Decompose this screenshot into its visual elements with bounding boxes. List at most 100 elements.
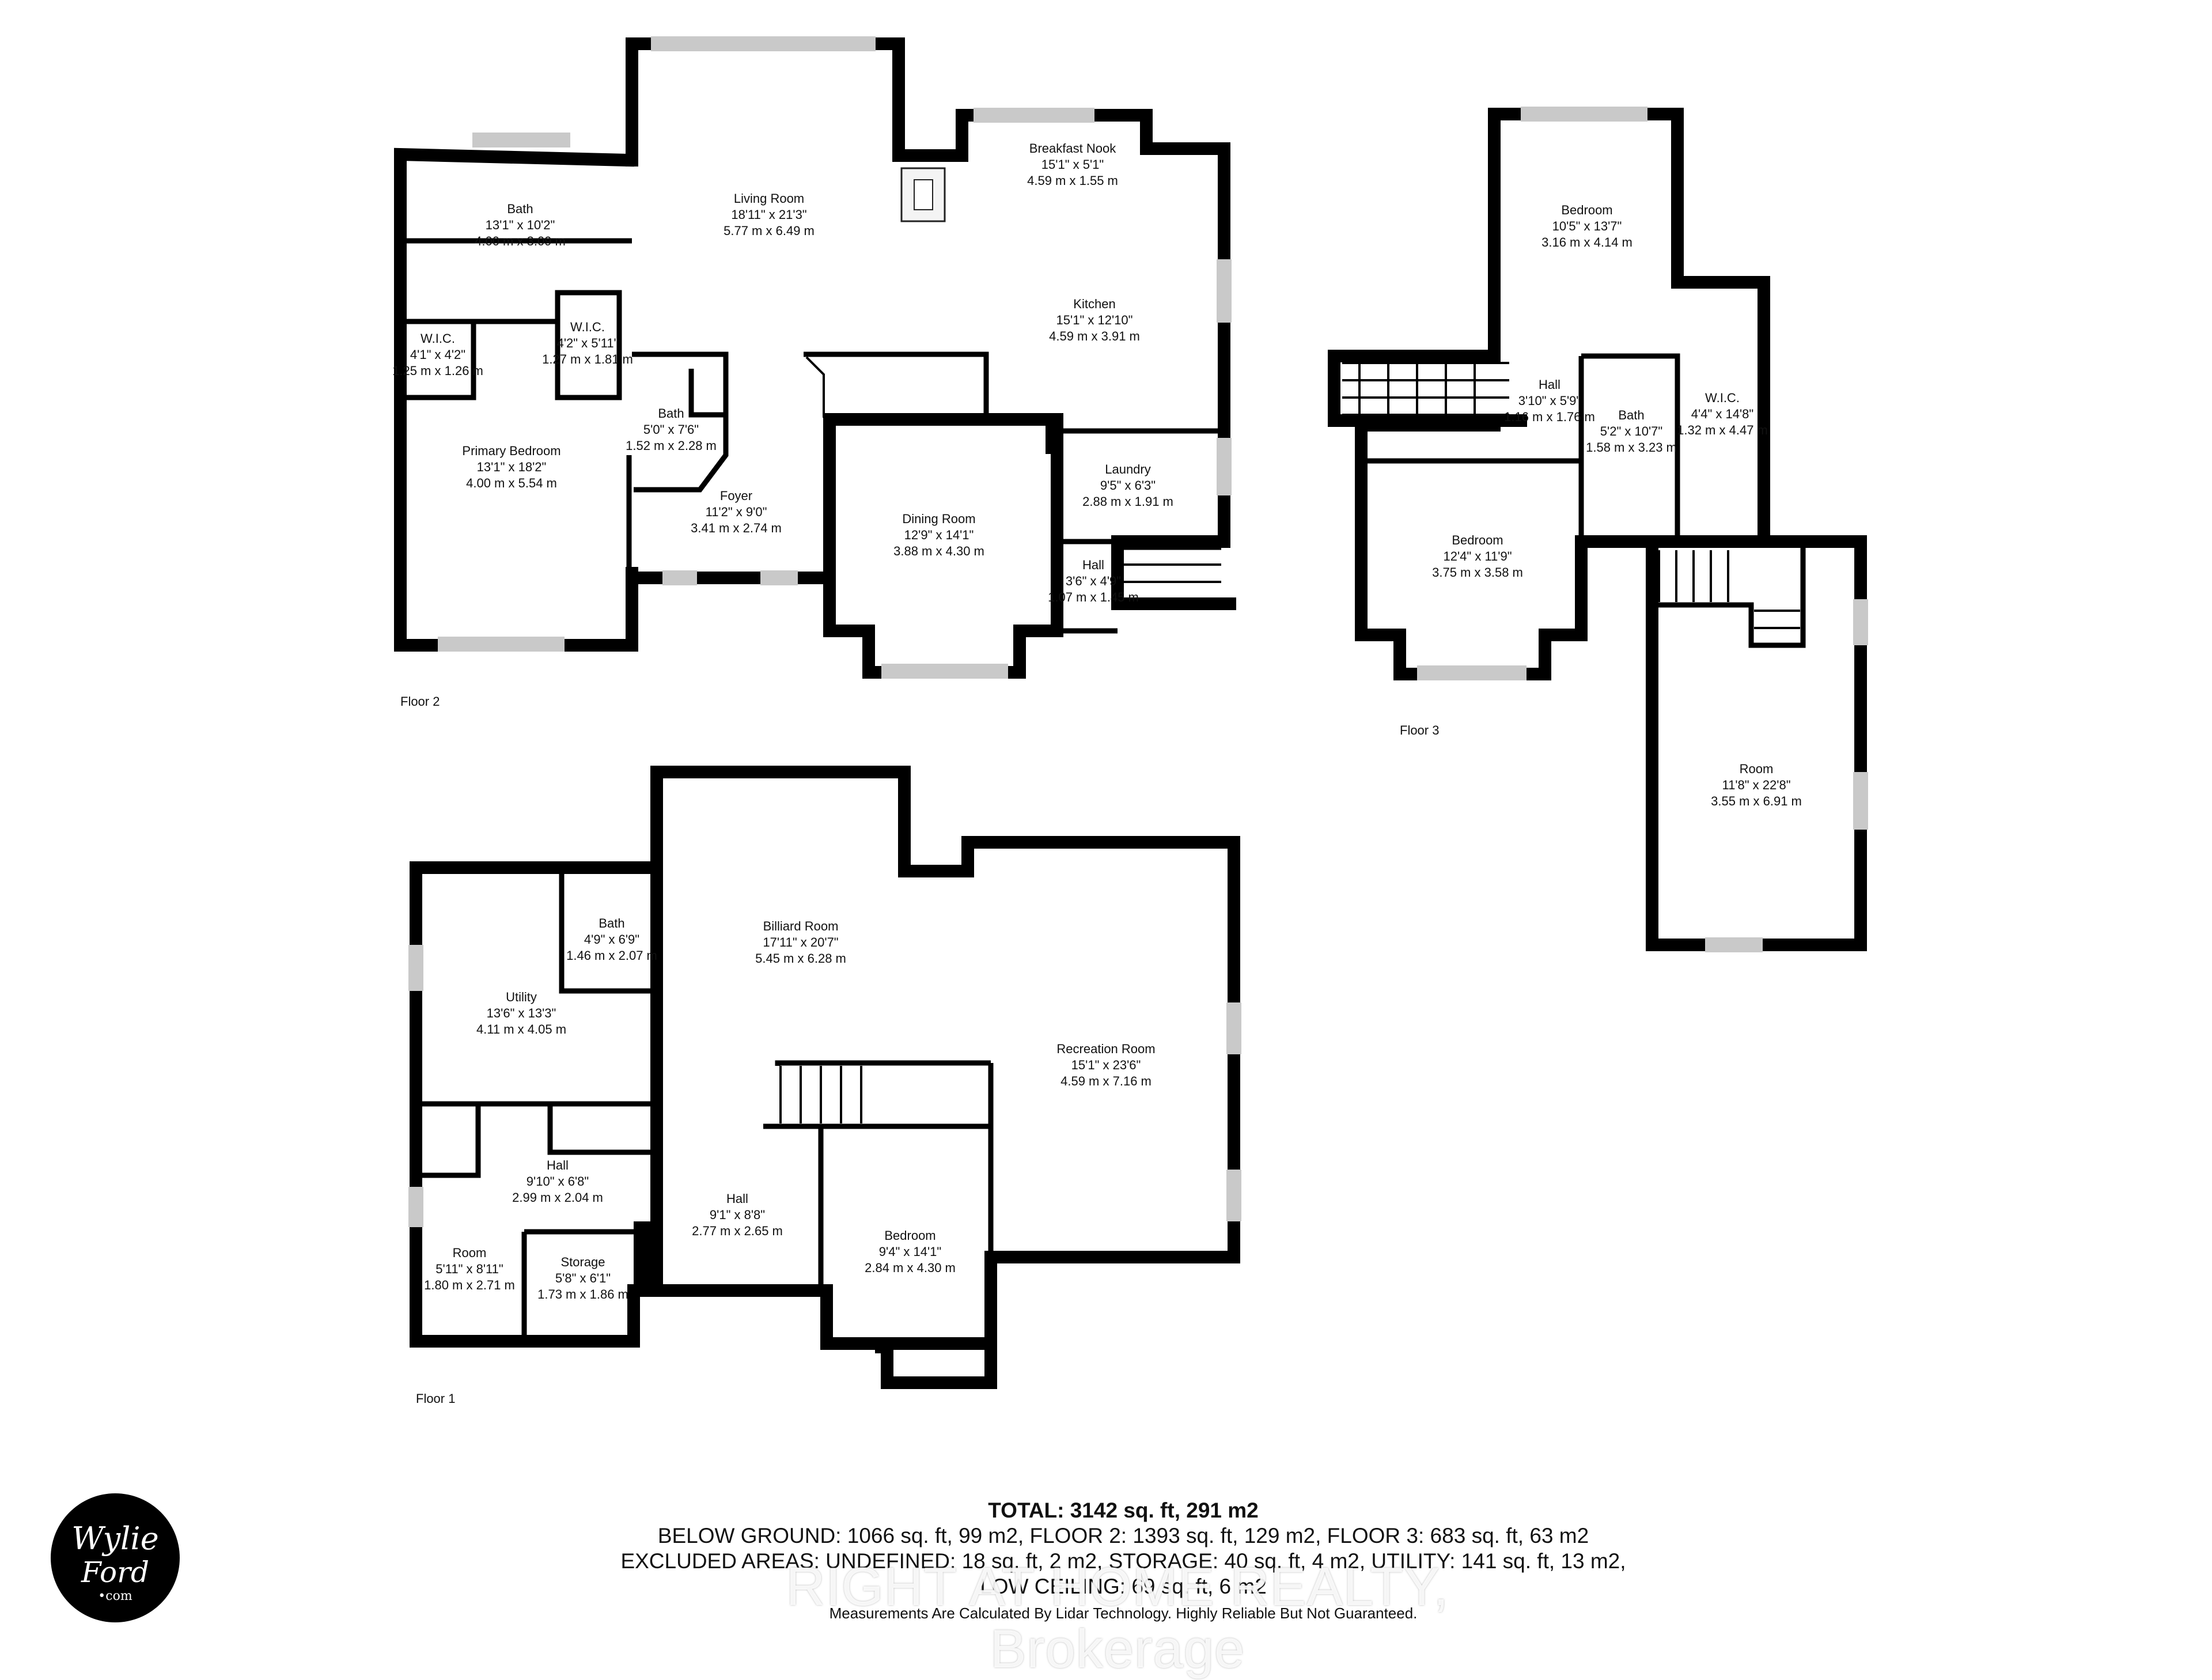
logo-line-1: Wylie [71,1520,159,1557]
floor1-storage-walls [521,1229,634,1341]
room-name: Hall [1082,558,1104,572]
logo-line-2: Ford [81,1556,149,1589]
floor3-north-walls [1355,108,1770,680]
room-label-wic2a: W.I.C. 4'2" x 5'11" 1.27 m x 1.81 m [542,320,633,366]
wylie-ford-logo: Wylie Ford •com [51,1493,180,1622]
floor1-hall-walls [547,1104,657,1155]
room-name: Hall [726,1191,748,1206]
floor3-stairs-walls [1328,350,1527,427]
room-imperial-size: 5'8" x 6'1" [555,1271,611,1285]
room-metric-size: 1.52 m x 2.28 m [626,438,717,453]
room-imperial-size: 3'10" x 5'9" [1518,393,1581,408]
floor2-central-walls [626,37,1230,437]
floor2-dining-walls [823,413,1063,679]
room-name: Room [1740,762,1774,776]
room-label-hall1b: Hall 9'1" x 8'8" 2.77 m x 2.65 m [692,1191,783,1238]
room-name: Hall [1539,377,1560,392]
room-metric-size: 1.46 m x 2.07 m [566,948,657,963]
area-summary: TOTAL: 3142 sq. ft, 291 m2 BELOW GROUND:… [472,1498,1774,1625]
room-imperial-size: 5'11" x 8'11" [435,1262,503,1276]
room-name: Kitchen [1073,297,1115,311]
room-imperial-size: 15'1" x 23'6" [1071,1058,1141,1072]
room-imperial-size: 15'1" x 5'1" [1041,157,1104,172]
floor-2-plan [394,36,1236,679]
room-name: W.I.C. [570,320,605,334]
room-imperial-size: 4'4" x 14'8" [1691,407,1753,421]
area-breakdown: BELOW GROUND: 1066 sq. ft, 99 m2, FLOOR … [657,1524,1589,1547]
floor1-bedroom-walls [818,1063,994,1291]
room-metric-size: 1.27 m x 1.81 m [542,352,633,366]
floor-3-plan [1328,107,1868,952]
measurement-disclaimer: Measurements Are Calculated By Lidar Tec… [829,1605,1418,1622]
floor-label-floor2: Floor 2 [400,694,440,709]
room-name: Bedroom [884,1228,935,1243]
room-name: Bath [507,202,533,216]
room-imperial-size: 9'1" x 8'8" [710,1208,765,1222]
floor2-wic-right [555,290,622,400]
room-name: Bedroom [1452,533,1503,547]
room-imperial-size: 13'6" x 13'3" [487,1006,556,1020]
low-ceiling-area: LOW CEILING: 69 sq. ft, 6 m2 [980,1575,1267,1598]
room-metric-size: 4.00 m x 5.54 m [466,476,557,490]
room-name: Foyer [720,489,752,503]
floor2-bath-angled [634,415,729,493]
floor2-column [1046,419,1058,454]
room-label-storage: Storage 5'8" x 6'1" 1.73 m x 1.86 m [537,1255,628,1301]
room-imperial-size: 15'1" x 12'10" [1056,313,1133,327]
room-metric-size: 2.77 m x 2.65 m [692,1224,783,1238]
room-label-wic3: W.I.C.4'4" x 14'8"1.32 m x 4.47 m [1677,391,1768,437]
room-metric-size: 2.84 m x 4.30 m [865,1261,956,1275]
floor1-column [634,1221,656,1291]
room-imperial-size: 17'11" x 20'7" [763,935,838,949]
floor1-south-walls [627,1284,888,1350]
room-name: Bath [1618,408,1644,422]
room-name: W.I.C. [1705,391,1740,405]
room-label-primary: Primary Bedroom 13'1" x 18'2" 4.00 m x 5.5… [462,444,560,490]
room-name: Bath [599,916,624,930]
room-imperial-size: 13'1" x 10'2" [486,218,555,232]
room-imperial-size: 3'6" x 4'9" [1066,574,1121,588]
room-metric-size: 3.41 m x 2.74 m [691,521,782,535]
room-imperial-size: 12'4" x 11'9" [1443,549,1512,563]
room-metric-size: 2.99 m x 2.04 m [512,1190,603,1205]
room-name: Primary Bedroom [462,444,560,458]
room-imperial-size: 4'9" x 6'9" [584,932,639,947]
room-name: Living Room [734,191,804,206]
room-metric-size: 1.25 m x 1.26 m [392,364,483,378]
floor1-room-north [416,1104,481,1178]
floor2-left-wing-walls [394,147,638,652]
room-metric-size: 5.77 m x 6.49 m [724,224,815,238]
room-name: Storage [560,1255,605,1269]
room-label-bath1: Bath 4'9" x 6'9"1.46 m x 2.07 m [566,916,657,963]
room-metric-size: 1.73 m x 1.86 m [537,1287,628,1301]
room-imperial-size: 13'1" x 18'2" [477,460,547,474]
total-area: TOTAL: 3142 sq. ft, 291 m2 [988,1499,1259,1522]
floor2-stairs [804,351,989,422]
room-name: Utility [506,990,537,1004]
room-imperial-size: 5'2" x 10'7" [1600,424,1662,438]
room-imperial-size: 10'5" x 13'7" [1552,219,1622,233]
room-metric-size: 3.55 m x 6.91 m [1711,794,1802,808]
room-imperial-size: 4'2" x 5'11" [557,336,619,350]
room-imperial-size: 4'1" x 4'2" [410,347,465,362]
room-imperial-size: 5'0" x 7'6" [643,422,699,437]
room-metric-size: 3.75 m x 3.58 m [1432,565,1523,580]
room-name: Dining Room [902,512,975,526]
room-imperial-size: 9'4" x 14'1" [879,1244,941,1259]
